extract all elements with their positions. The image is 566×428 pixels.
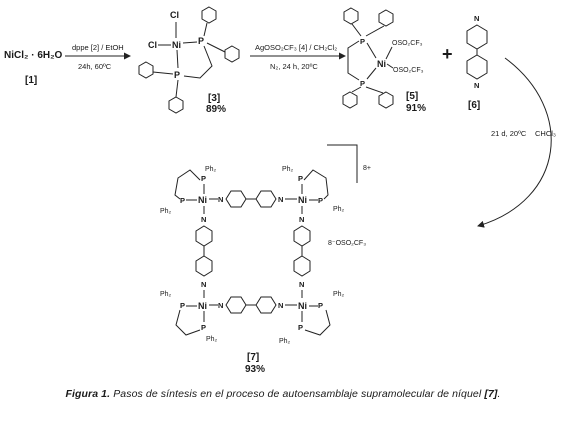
step1-conditions-bottom: 24h, 60ºC — [78, 62, 112, 71]
diphenyl: Ph₂ — [279, 338, 291, 345]
caption-ref: [7] — [484, 388, 498, 400]
nitrogen: N — [218, 301, 223, 310]
phosphorus-2: P — [174, 70, 180, 80]
diphenyl: Ph₂ — [206, 336, 218, 343]
reaction-arrow-2: AgOSO₂CF₃ [4] / CH₂Cl₂ N₂, 24 h, 20ºC — [250, 43, 346, 71]
nickel-atom: Ni — [377, 59, 386, 69]
phosphorus: P — [318, 196, 323, 205]
phenyl-ring — [201, 6, 217, 24]
nitrogen: N — [278, 301, 283, 310]
step2-conditions-bottom: N₂, 24 h, 20ºC — [270, 62, 318, 71]
product-7-structure: 8+ 8⁻OSO₂CF₃ Ni P P Ph₂ Ph₂ Ni P P Ph₂ P… — [160, 144, 371, 375]
diphenyl: Ph₂ — [205, 166, 217, 173]
triflate-1: OSO₂CF₃ — [392, 40, 423, 47]
nitrogen: N — [218, 195, 223, 204]
triflate-2: OSO₂CF₃ — [393, 67, 424, 74]
complex-3-structure: Cl Cl Ni P P [3] 89% — [138, 6, 240, 115]
charge-label: 8+ — [363, 165, 371, 172]
label-7: [7] — [247, 352, 259, 363]
yield-3: 89% — [206, 104, 226, 115]
phenyl-ring — [342, 91, 358, 109]
phosphorus-2: P — [360, 79, 365, 88]
step3-conditions-solvent: CHCl₃ — [535, 129, 556, 138]
nitrogen-1: N — [474, 14, 479, 23]
diphenyl: Ph₂ — [333, 206, 345, 213]
diphenyl: Ph₂ — [160, 291, 172, 298]
nitrogen: N — [201, 280, 206, 289]
step2-conditions-top: AgOSO₂CF₃ [4] / CH₂Cl₂ — [255, 43, 337, 52]
phosphorus: P — [298, 174, 303, 183]
phosphorus: P — [201, 323, 206, 332]
phenyl-ring — [378, 9, 394, 27]
bipyridine-6-structure: N N [6] — [466, 14, 488, 111]
label-5: [5] — [406, 91, 418, 102]
phosphorus-1: P — [360, 37, 365, 46]
label-3: [3] — [208, 93, 220, 104]
counterion-label: 8⁻OSO₂CF₃ — [328, 240, 366, 247]
phenyl-ring — [138, 61, 154, 79]
step3-conditions-time: 21 d, 20ºC — [491, 129, 527, 138]
phosphorus-1: P — [198, 36, 204, 46]
figure-caption: Figura 1. Pasos de síntesis en el proces… — [0, 388, 566, 400]
nitrogen-2: N — [474, 81, 479, 90]
nitrogen: N — [299, 280, 304, 289]
diphenyl: Ph₂ — [282, 166, 294, 173]
plus-sign: + — [442, 44, 453, 64]
phenyl-ring — [224, 45, 240, 63]
phenyl-ring — [343, 7, 359, 25]
diphenyl: Ph₂ — [333, 291, 345, 298]
nickel-bottom-left: Ni — [198, 301, 207, 311]
figure-label: Figura 1. — [65, 388, 111, 400]
phosphorus: P — [298, 323, 303, 332]
step1-conditions-top: dppe [2] / EtOH — [72, 43, 124, 52]
caption-end: . — [497, 388, 501, 400]
nickel-top-right: Ni — [298, 195, 307, 205]
nitrogen: N — [278, 195, 283, 204]
phenyl-ring — [168, 96, 184, 114]
nickel-top-left: Ni — [198, 195, 207, 205]
label-1: [1] — [25, 75, 37, 86]
chlorine-1: Cl — [170, 10, 179, 20]
nitrogen: N — [201, 215, 206, 224]
yield-5: 91% — [406, 103, 426, 114]
phosphorus: P — [201, 174, 206, 183]
phosphorus: P — [318, 301, 323, 310]
phosphorus: P — [180, 301, 185, 310]
nickel-bottom-right: Ni — [298, 301, 307, 311]
phosphorus: P — [180, 196, 185, 205]
diphenyl: Ph₂ — [160, 208, 172, 215]
starting-reagent: NiCl₂ · 6H₂O — [4, 50, 63, 61]
complex-5-structure: P Ni P OSO₂CF₃ OSO₂CF₃ [5] 91% — [342, 7, 426, 114]
nitrogen: N — [299, 215, 304, 224]
reaction-arrow-1: dppe [2] / EtOH 24h, 60ºC — [65, 43, 131, 71]
caption-text: Pasos de síntesis en el proceso de autoe… — [113, 388, 482, 400]
nickel-atom: Ni — [172, 40, 181, 50]
reaction-arrow-3: 21 d, 20ºC CHCl₃ — [477, 57, 556, 228]
chlorine-2: Cl — [148, 40, 157, 50]
phenyl-ring — [378, 91, 394, 109]
yield-7: 93% — [245, 364, 265, 375]
label-6: [6] — [468, 100, 480, 111]
